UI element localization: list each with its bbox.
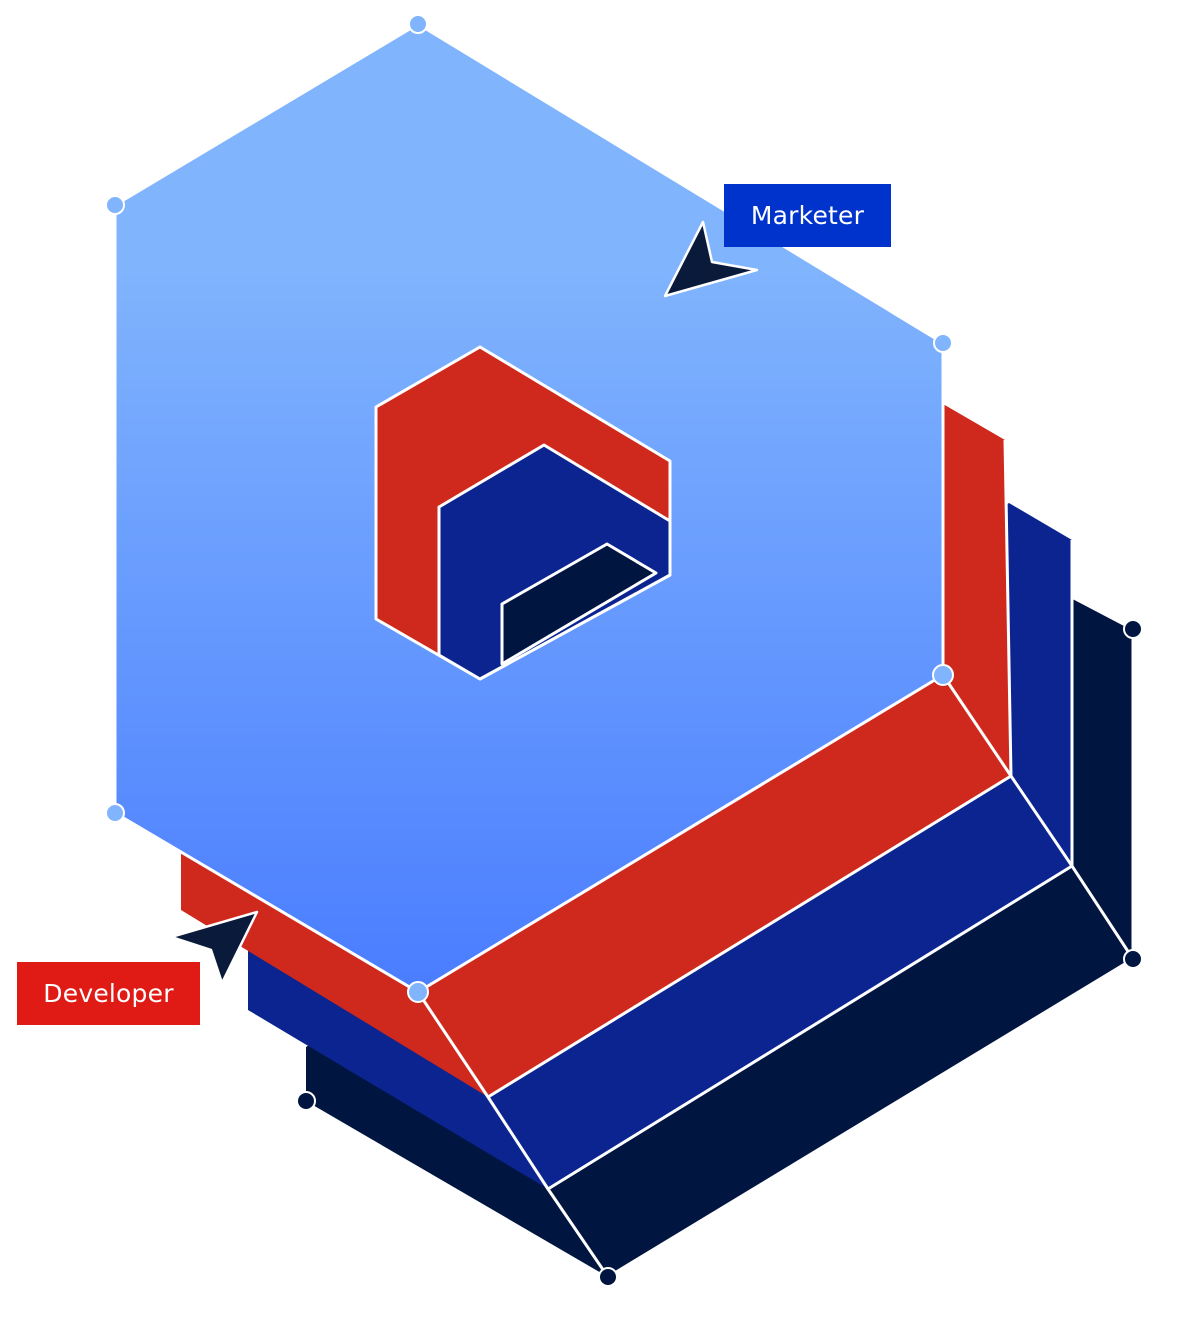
back-layer-vertex-handles [296,619,1143,1287]
vertex-handle[interactable] [1123,619,1143,639]
hexagon-vertex-handles [105,14,954,1003]
marketer-label: Marketer [750,201,865,230]
inner-logo [374,345,672,681]
vertex-handle[interactable] [598,1267,618,1287]
layer-seam-lines [416,439,1135,1279]
vertex-handle[interactable] [932,664,954,686]
developer-badge: Developer [17,962,200,1025]
vertex-handle[interactable] [1123,949,1143,969]
inner-logo-blue [437,443,672,681]
vertex-handle[interactable] [105,803,125,823]
arrow-cursor-icon [663,220,759,298]
vertex-handle[interactable] [407,981,429,1003]
arrow-cursor-icon [169,910,259,985]
vertex-handle[interactable] [408,14,428,34]
marketer-badge: Marketer [724,184,891,247]
vertex-handle[interactable] [933,333,953,353]
developer-label: Developer [43,979,174,1008]
inner-logo-navy [500,542,658,666]
vertex-handle[interactable] [296,1091,316,1111]
vertex-handle[interactable] [105,195,125,215]
